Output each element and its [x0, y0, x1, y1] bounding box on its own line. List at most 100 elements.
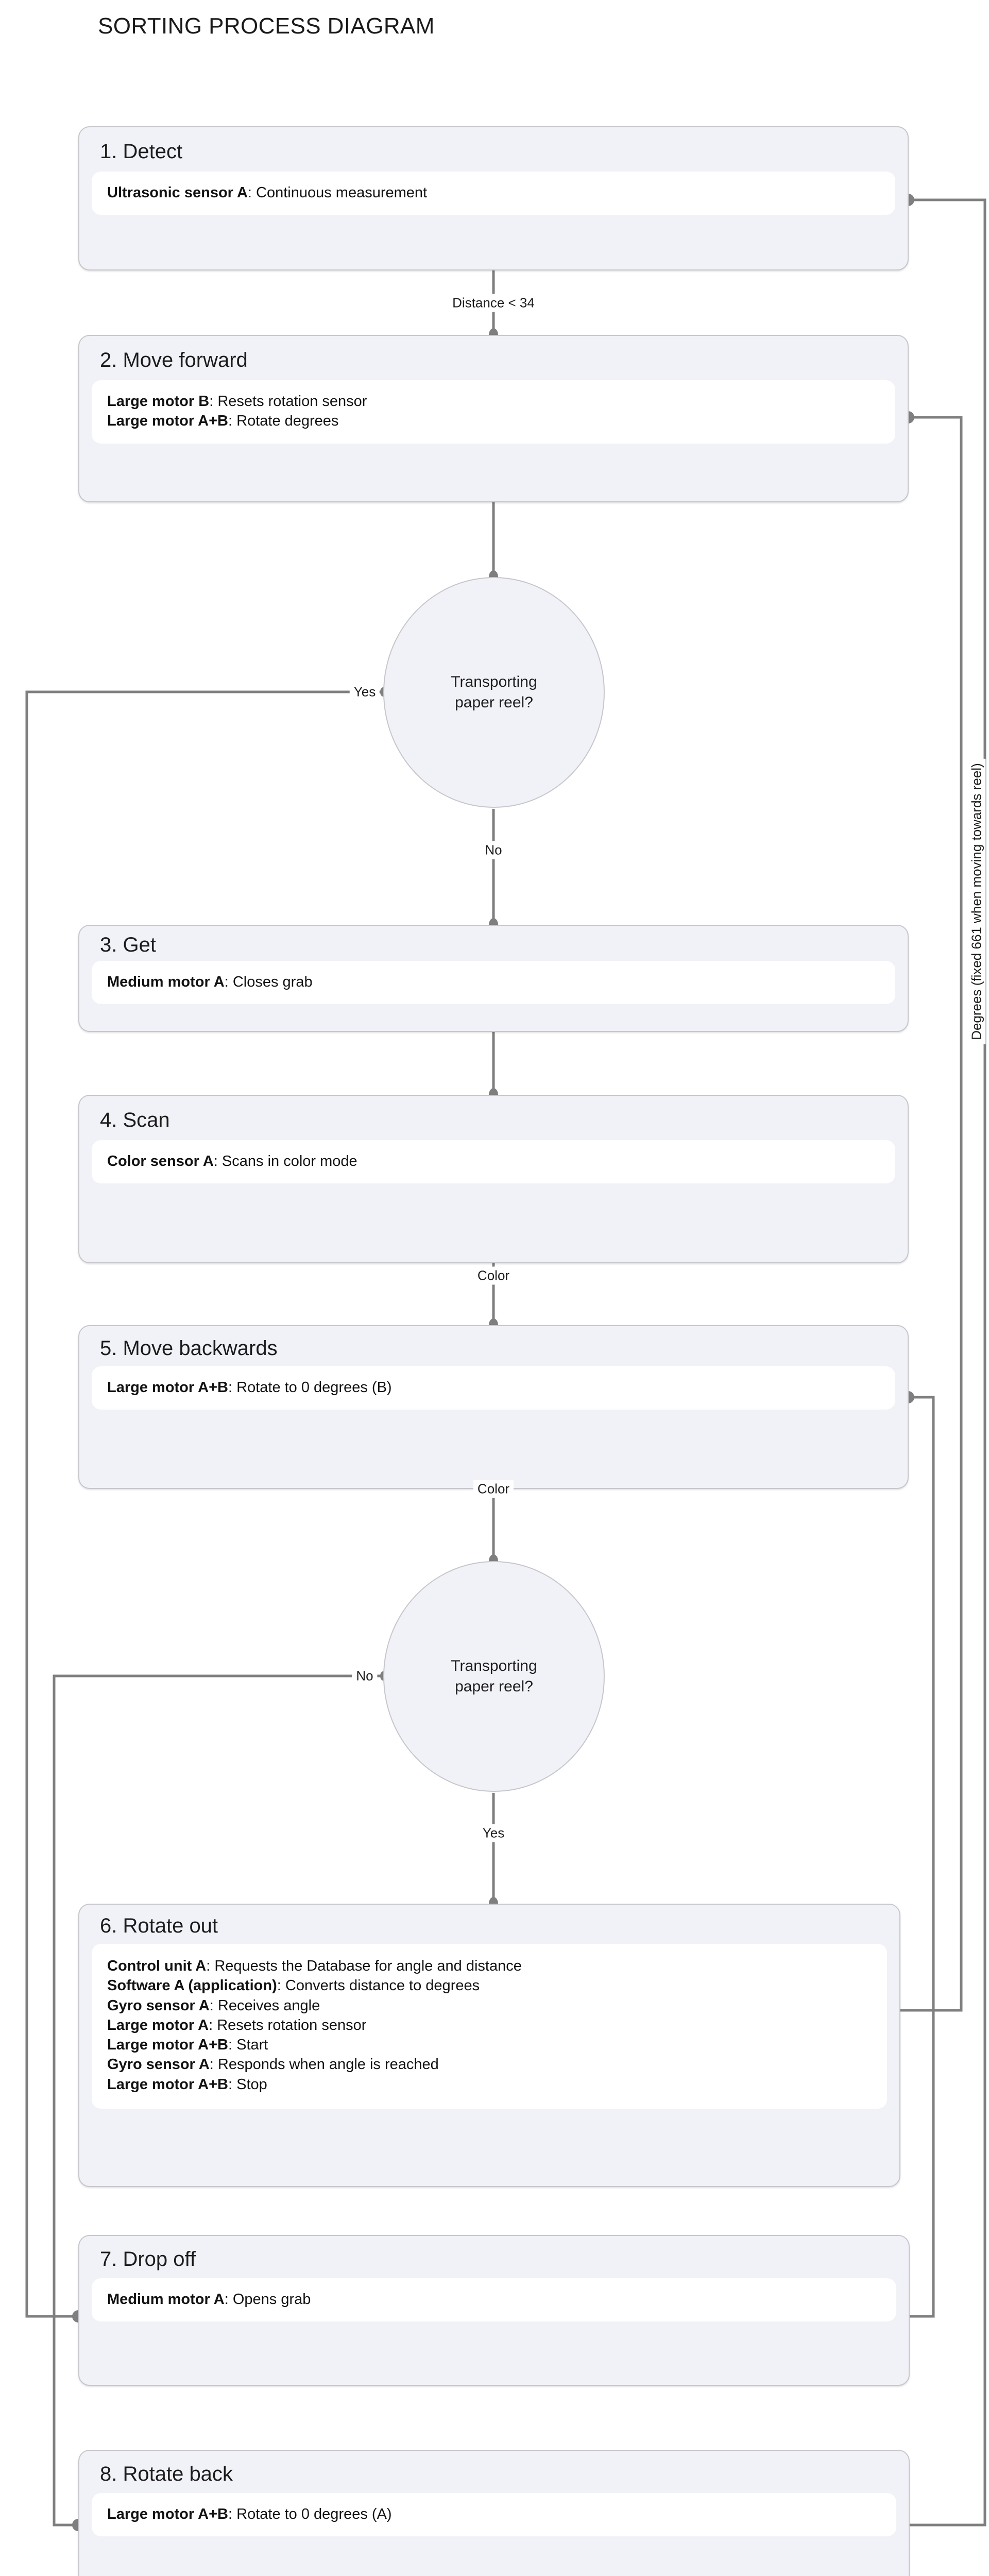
action-sep: :: [228, 2037, 237, 2054]
step-body: Medium motor A: Opens grab: [92, 2278, 896, 2322]
action-detail: Requests the Database for angle and dist…: [214, 1958, 522, 1974]
step-body: Ultrasonic sensor A: Continuous measurem…: [92, 172, 895, 215]
action-row: Large motor A+B: Start: [107, 2035, 872, 2055]
action-sep: :: [247, 184, 257, 201]
action-detail: Continuous measurement: [256, 184, 428, 201]
action-detail: Scans in color mode: [221, 1153, 357, 1170]
action-actor: Control unit A: [107, 1958, 207, 1974]
step-card-rotate-out[interactable]: 6. Rotate out Control unit A: Requests t…: [78, 1904, 900, 2187]
decision-text: Transporting paper reel?: [451, 1656, 537, 1698]
action-actor: Large motor B: [107, 393, 210, 410]
step-title: 1. Detect: [100, 140, 183, 163]
action-actor: Large motor A+B: [107, 2506, 228, 2522]
action-actor: Medium motor A: [107, 974, 225, 990]
step-body: Large motor A+B: Rotate to 0 degrees (A): [92, 2493, 896, 2537]
action-row: Ultrasonic sensor A: Continuous measurem…: [107, 183, 880, 202]
action-actor: Ultrasonic sensor A: [107, 184, 248, 201]
action-sep: :: [209, 2016, 217, 2033]
action-row: Large motor A+B: Rotate to 0 degrees (B): [107, 1378, 880, 1397]
step-title: 7. Drop off: [100, 2248, 196, 2270]
step-card-move-forward[interactable]: 2. Move forward Large motor B: Resets ro…: [78, 335, 909, 502]
action-detail: Closes grab: [232, 974, 313, 990]
action-detail: Start: [236, 2037, 268, 2054]
decision-text-line1: Transporting: [451, 673, 537, 690]
edge-label-degrees-vertical: Degrees (fixed 661 when moving towards r…: [967, 759, 986, 1044]
action-row: Color sensor A: Scans in color mode: [107, 1151, 880, 1171]
step-title: 4. Scan: [100, 1109, 170, 1131]
edge-label-color-after-step5: Color: [473, 1480, 514, 1498]
action-sep: :: [209, 393, 218, 410]
action-row: Gyro sensor A: Responds when angle is re…: [107, 2055, 872, 2074]
action-sep: :: [228, 2506, 237, 2522]
decision-text-line1: Transporting: [451, 1657, 537, 1674]
action-actor: Large motor A+B: [107, 2037, 228, 2054]
action-row: Control unit A: Requests the Database fo…: [107, 1956, 872, 1976]
action-sep: :: [224, 2291, 233, 2308]
edge-label-color-before-step5: Color: [473, 1266, 514, 1285]
action-row: Large motor A+B: Rotate to 0 degrees (A): [107, 2504, 881, 2524]
edge-label-decision2-yes: Yes: [478, 1824, 509, 1842]
step-card-scan[interactable]: 4. Scan Color sensor A: Scans in color m…: [78, 1095, 909, 1263]
action-sep: :: [228, 2076, 237, 2093]
step-body: Large motor A+B: Rotate to 0 degrees (B): [92, 1366, 895, 1410]
action-actor: Large motor A+B: [107, 413, 228, 430]
edge-label-distance: Distance < 34: [448, 294, 539, 312]
action-actor: Gyro sensor A: [107, 2056, 210, 2073]
decision-text-line2: paper reel?: [455, 1678, 533, 1695]
decision-text-line2: paper reel?: [455, 694, 533, 711]
decision-node-transporting-paper-reel-1[interactable]: Transporting paper reel?: [383, 577, 605, 808]
action-actor: Large motor A: [107, 2016, 209, 2033]
action-detail: Receives angle: [217, 1997, 320, 2014]
action-row: Large motor B: Resets rotation sensor: [107, 392, 880, 411]
action-row: Software A (application): Converts dista…: [107, 1976, 872, 1995]
action-detail: Resets rotation sensor: [217, 2016, 367, 2033]
action-detail: Converts distance to degrees: [285, 1977, 480, 1994]
edge-label-decision2-no: No: [352, 1667, 378, 1685]
action-detail: Stop: [236, 2076, 267, 2093]
action-actor: Large motor A+B: [107, 1379, 228, 1396]
action-detail: Rotate to 0 degrees (A): [236, 2506, 392, 2522]
action-detail: Opens grab: [232, 2291, 311, 2308]
edge-step1-right-rail: [908, 198, 986, 2527]
action-detail: Resets rotation sensor: [217, 393, 367, 410]
action-actor: Gyro sensor A: [107, 1997, 210, 2014]
page-title: SORTING PROCESS DIAGRAM: [98, 13, 435, 39]
action-row: Gyro sensor A: Receives angle: [107, 1996, 872, 2015]
step-title: 5. Move backwards: [100, 1337, 278, 1360]
action-actor: Software A (application): [107, 1977, 277, 1994]
step-body: Control unit A: Requests the Database fo…: [92, 1944, 887, 2109]
action-sep: :: [209, 1997, 218, 2014]
edge-step2-right-rail: [900, 416, 963, 2012]
step-card-move-backwards[interactable]: 5. Move backwards Large motor A+B: Rotat…: [78, 1325, 909, 1489]
action-sep: :: [213, 1153, 222, 1170]
step-card-detect[interactable]: 1. Detect Ultrasonic sensor A: Continuou…: [78, 126, 909, 270]
step-card-drop-off[interactable]: 7. Drop off Medium motor A: Opens grab: [78, 2235, 910, 2386]
action-row: Large motor A+B: Stop: [107, 2075, 872, 2094]
step-card-get[interactable]: 3. Get Medium motor A: Closes grab: [78, 925, 909, 1032]
step-title: 8. Rotate back: [100, 2463, 233, 2485]
edge-label-decision1-yes: Yes: [349, 683, 380, 701]
action-sep: :: [277, 1977, 285, 1994]
decision-node-transporting-paper-reel-2[interactable]: Transporting paper reel?: [383, 1561, 605, 1792]
action-row: Large motor A+B: Rotate degrees: [107, 411, 880, 431]
action-actor: Medium motor A: [107, 2291, 225, 2308]
action-sep: :: [228, 413, 237, 430]
action-row: Large motor A: Resets rotation sensor: [107, 2015, 872, 2035]
step-title: 3. Get: [100, 934, 156, 956]
step-body: Medium motor A: Closes grab: [92, 961, 895, 1005]
action-actor: Large motor A+B: [107, 2076, 228, 2093]
action-detail: Responds when angle is reached: [217, 2056, 439, 2073]
edge-label-decision1-no: No: [481, 841, 506, 859]
action-sep: :: [224, 974, 233, 990]
step-title: 6. Rotate out: [100, 1914, 218, 1937]
action-row: Medium motor A: Closes grab: [107, 972, 880, 992]
step-title: 2. Move forward: [100, 349, 248, 371]
decision-text: Transporting paper reel?: [451, 672, 537, 714]
action-sep: :: [209, 2056, 218, 2073]
edge-step5-right-rail: [908, 1396, 935, 2318]
action-sep: :: [228, 1379, 237, 1396]
step-card-rotate-back[interactable]: 8. Rotate back Large motor A+B: Rotate t…: [78, 2450, 910, 2576]
action-sep: :: [206, 1958, 215, 1974]
action-detail: Rotate degrees: [236, 413, 339, 430]
